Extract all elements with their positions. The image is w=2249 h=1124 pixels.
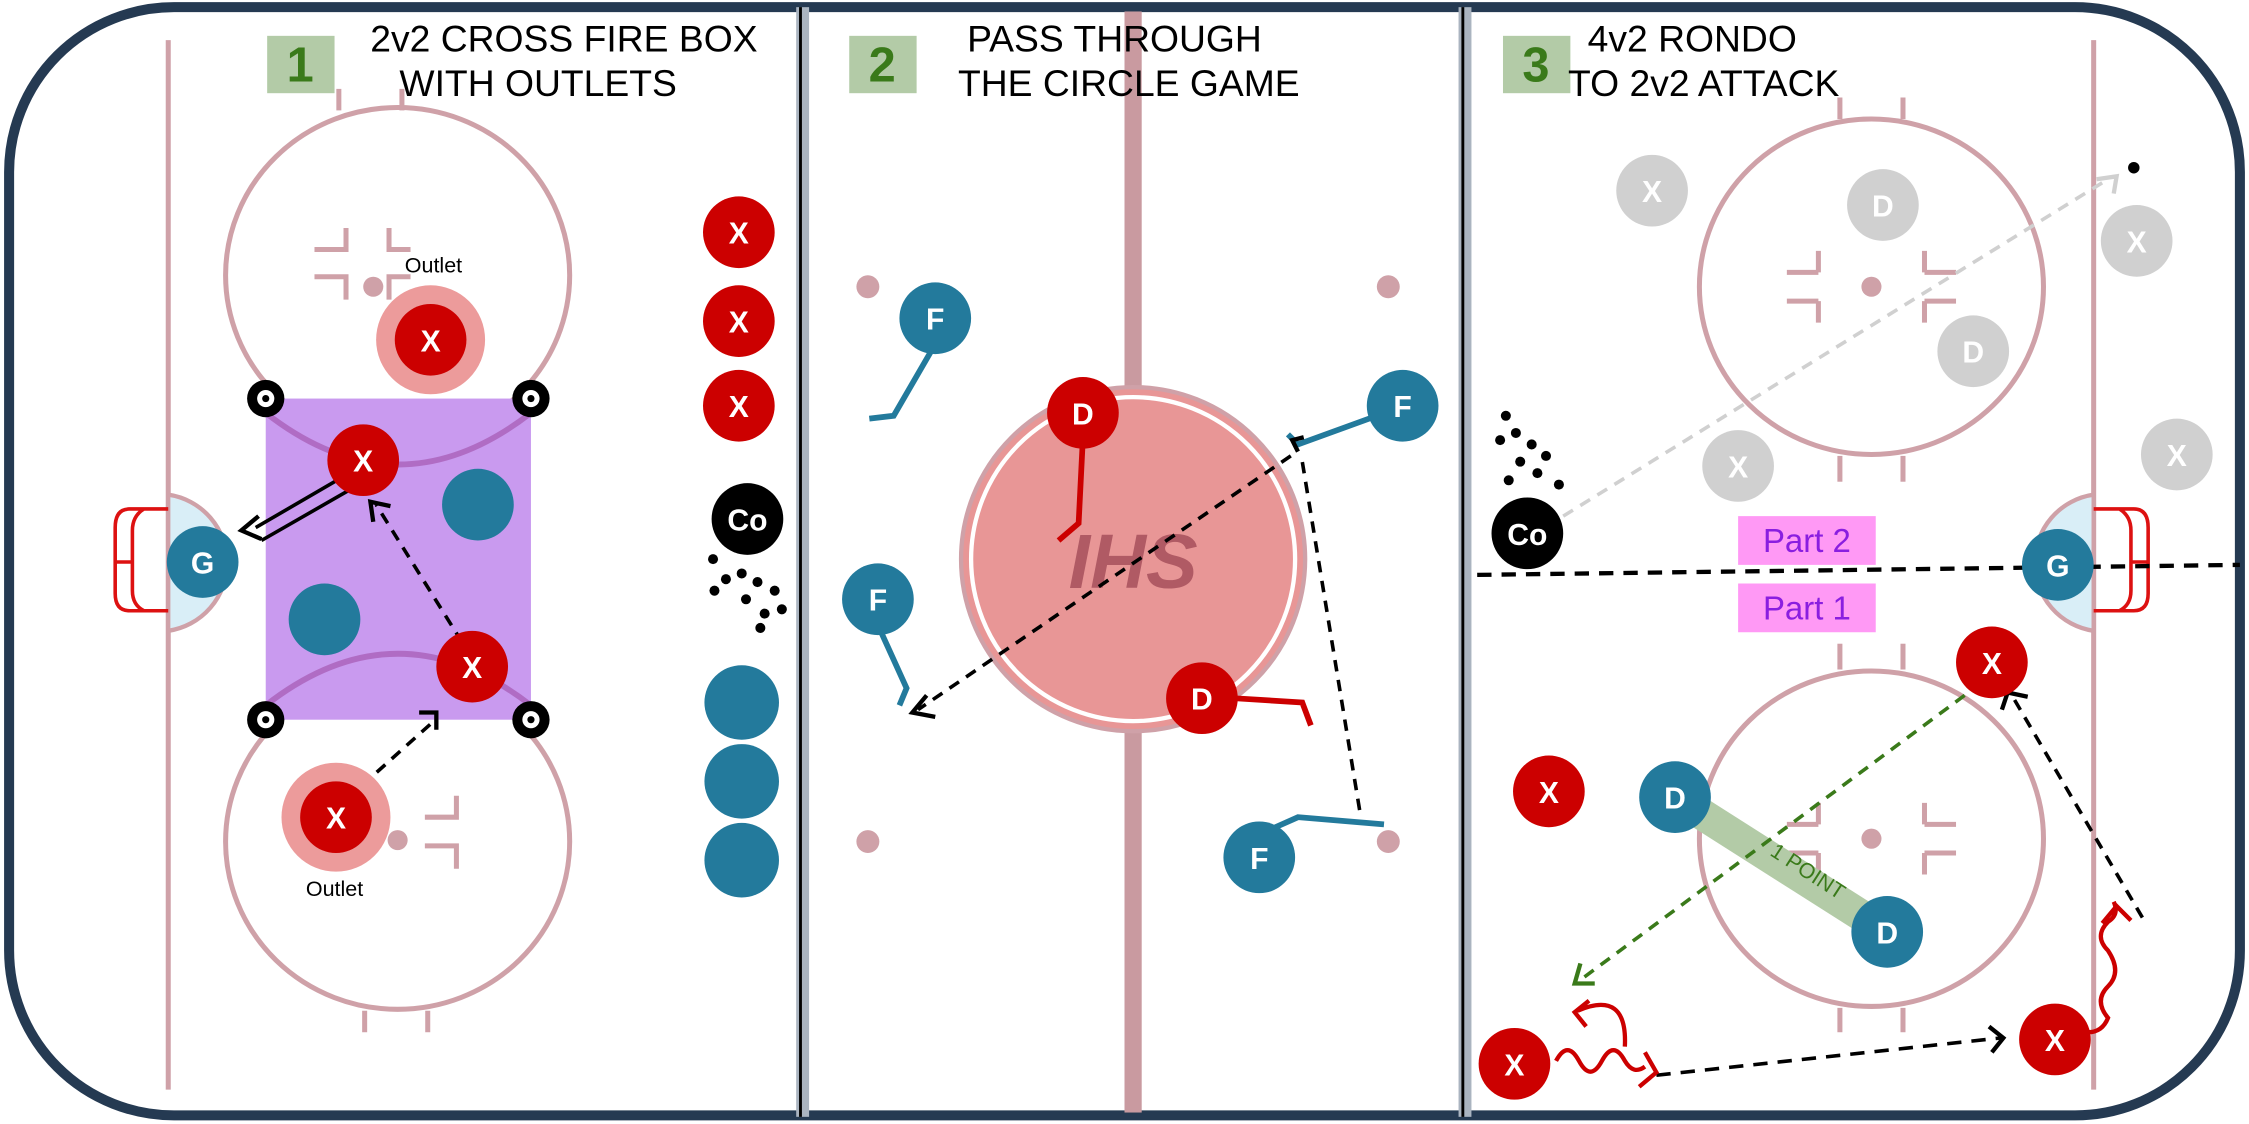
svg-text:D: D (1664, 783, 1686, 816)
divider-1 (796, 7, 810, 1117)
player-x: X (300, 781, 372, 854)
faceoff-circle-top-right (1696, 97, 2046, 482)
drill-title: PASS THROUGH (967, 18, 1262, 60)
svg-text:G: G (191, 547, 214, 580)
part-1-label: Part 1 (1738, 583, 1876, 633)
cone-icon (512, 701, 550, 739)
part-2-label: Part 2 (1738, 516, 1876, 565)
ghost-player-x: X (1702, 430, 1774, 502)
svg-text:D: D (1872, 190, 1894, 223)
player-x: X (703, 369, 775, 442)
player-x: X (1513, 755, 1585, 828)
net-right (2093, 507, 2150, 613)
coach: Co (711, 483, 784, 555)
ghost-player-x: X (2100, 205, 2173, 277)
divider-2 (1458, 7, 1472, 1117)
svg-text:D: D (1876, 917, 1898, 950)
player-x: X (327, 424, 400, 497)
player-x: X (703, 285, 775, 357)
svg-text:X: X (729, 391, 749, 424)
player-x: X (436, 630, 509, 703)
player-teal (442, 468, 514, 541)
svg-text:X: X (421, 325, 441, 358)
drill-number-badge (267, 35, 335, 94)
drill-title: 2v2 CROSS FIRE BOX (370, 18, 757, 60)
player-f: F (1366, 369, 1439, 442)
goalie: G (2021, 529, 2094, 601)
player-d: D (1639, 761, 1711, 833)
player-d: D (1047, 377, 1119, 449)
svg-text:Part 2: Part 2 (1763, 522, 1851, 559)
svg-text:D: D (1191, 684, 1213, 717)
player-x: X (703, 196, 775, 269)
player-f: F (842, 563, 914, 636)
drill-number: 3 (1522, 39, 1549, 93)
one-point-bar (1666, 783, 1896, 946)
player-teal (704, 822, 779, 898)
player-teal (288, 583, 361, 656)
cone-icon (512, 379, 550, 418)
drill-title: WITH OUTLETS (399, 62, 676, 104)
ghost-player-x: X (2140, 418, 2213, 491)
svg-text:X: X (462, 652, 482, 685)
svg-text:F: F (869, 585, 887, 618)
svg-text:X: X (1504, 1049, 1524, 1082)
drill-number: 1 (287, 39, 314, 93)
player-d: D (1166, 662, 1238, 735)
player-teal (704, 665, 779, 740)
svg-text:X: X (729, 218, 749, 251)
cone-icon (247, 379, 285, 418)
center-circle (958, 384, 1308, 734)
svg-text:X: X (1539, 777, 1559, 810)
svg-text:X: X (353, 446, 373, 479)
drill-number-badge (1502, 35, 1571, 94)
cone-icon (247, 701, 285, 739)
ghost-player-d: D (1847, 169, 1919, 241)
player-f: F (899, 282, 972, 355)
goalie: G (166, 526, 239, 598)
faceoff-circle-bottom-right (1696, 643, 2046, 1033)
svg-text:X: X (2167, 440, 2187, 473)
svg-text:Part 1: Part 1 (1763, 589, 1851, 626)
drill-number-badge (849, 35, 917, 94)
svg-text:F: F (926, 304, 944, 337)
svg-text:G: G (2046, 550, 2069, 583)
svg-text:X: X (326, 803, 346, 836)
svg-text:F: F (1250, 843, 1268, 876)
svg-text:Co: Co (1507, 519, 1547, 552)
ghost-player-x: X (1616, 154, 1688, 227)
svg-text:X: X (1982, 648, 2002, 681)
drill-title: TO 2v2 ATTACK (1568, 62, 1839, 104)
svg-text:X: X (1642, 176, 1662, 209)
player-x: X (394, 303, 467, 376)
player-f: F (1223, 821, 1296, 894)
svg-text:X: X (1728, 451, 1748, 484)
svg-text:Co: Co (727, 504, 767, 537)
coach: Co (1491, 497, 1564, 570)
player-x: X (2019, 1003, 2091, 1076)
player-d: D (1851, 896, 1924, 968)
player-x: X (1478, 1027, 1551, 1100)
pucks-icon (1495, 410, 1564, 490)
svg-text:F: F (1393, 391, 1411, 424)
player-x: X (1956, 626, 2028, 699)
net-left (113, 507, 169, 613)
player-teal (704, 744, 779, 819)
drill-title: THE CIRCLE GAME (958, 62, 1300, 104)
svg-text:D: D (1962, 337, 1984, 370)
svg-text:X: X (2127, 226, 2147, 259)
ghost-player-d: D (1937, 315, 2010, 388)
drill-title: 4v2 RONDO (1588, 18, 1797, 60)
outlet-label: Outlet (405, 253, 462, 277)
outlet-label: Outlet (306, 877, 363, 901)
svg-text:X: X (729, 307, 749, 340)
svg-text:X: X (2045, 1025, 2065, 1058)
pucks-icon (708, 554, 787, 633)
part-divider-line (1477, 562, 2240, 578)
drill-number: 2 (869, 39, 896, 93)
svg-text:D: D (1072, 398, 1094, 431)
